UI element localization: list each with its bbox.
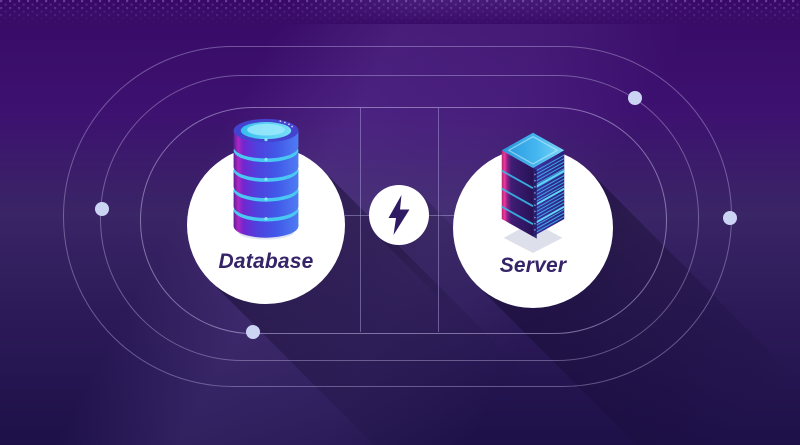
server-label: Server (499, 254, 567, 277)
ring-middle (100, 75, 699, 361)
grid-vline-right (438, 108, 439, 332)
database-label: Database (218, 250, 314, 273)
database-node: Database (187, 118, 345, 304)
ring-inner (140, 107, 667, 334)
lightning-bolt-icon (388, 195, 410, 235)
database-stack-icon (233, 118, 299, 240)
ring-dot-top-right (628, 91, 642, 105)
ring-dot-right (723, 211, 737, 225)
server-node: Server (453, 132, 613, 308)
server-tower-icon (501, 132, 565, 254)
grid-vline-left (360, 108, 361, 332)
ring-dot-bottom (246, 325, 260, 339)
connector-badge (369, 185, 429, 245)
dot-texture-pattern (0, 0, 800, 24)
ring-dot-left (95, 202, 109, 216)
